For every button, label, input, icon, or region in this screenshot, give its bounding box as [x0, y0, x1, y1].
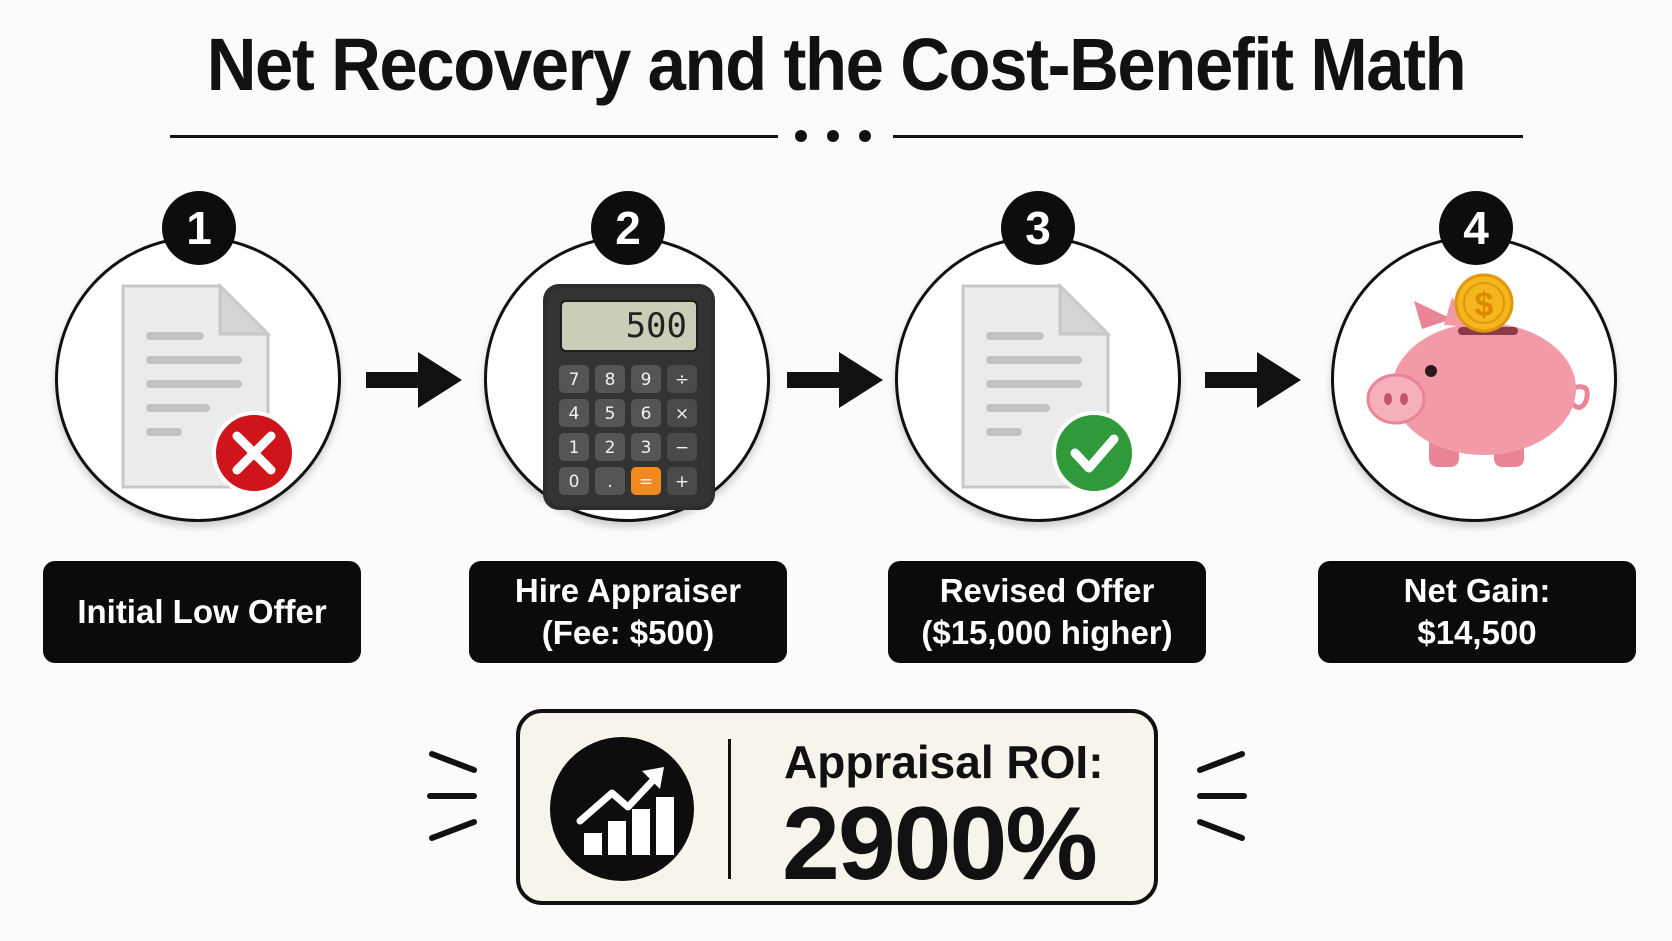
calculator-key: [667, 365, 697, 393]
step-2-label-line-1: Hire Appraiser: [514, 572, 742, 609]
arrow-right-icon: [1205, 352, 1301, 408]
calculator-key: [667, 467, 697, 495]
calculator-key-label: 7: [569, 370, 580, 390]
calculator-icon: 500 7 8 9 ÷ 4 5 6 × 1 2 3 − 0. = +: [543, 284, 715, 510]
growth-chart-icon: [550, 737, 694, 881]
step-4-label: Net Gain: $14,500: [1318, 561, 1636, 663]
calculator-key: [559, 399, 589, 427]
step-3-label-line-1: Revised Offer: [939, 572, 1155, 609]
step-2-label: Hire Appraiser (Fee: $500): [469, 561, 787, 663]
calculator-key-label: 1: [569, 438, 580, 458]
calculator-key: [631, 433, 661, 461]
calculator-key-label: 4: [569, 404, 580, 424]
coin-dollar-symbol: $: [1475, 286, 1494, 324]
calculator-key-label: ×: [675, 404, 689, 424]
roi-label: Appraisal ROI:: [784, 736, 1104, 788]
calculator-key-label: 9: [641, 370, 652, 390]
title-divider-right: [893, 135, 1523, 138]
step-4-number-badge: 4: [1439, 191, 1513, 265]
calculator-key-label: 6: [641, 404, 652, 424]
page-title: Net Recovery and the Cost-Benefit Math: [206, 23, 1467, 106]
calculator-display: 500: [626, 306, 687, 346]
calculator-key-label: −: [675, 438, 689, 458]
arrow-right-icon: [366, 352, 462, 408]
step-2-circle: 500 7 8 9 ÷ 4 5 6 × 1 2 3 − 0. = +: [484, 236, 770, 522]
step-1-label-line-1: Initial Low Offer: [77, 593, 327, 630]
calculator-key: [667, 399, 697, 427]
step-1-circle: [55, 236, 341, 522]
roi-divider: [728, 739, 731, 879]
calculator-key-label: .: [607, 472, 612, 492]
calculator-key: [595, 433, 625, 461]
calculator-key-label: +: [675, 472, 689, 492]
step-3-number-badge: 3: [1001, 191, 1075, 265]
calculator-key: [595, 365, 625, 393]
calculator-key-label: 3: [641, 438, 652, 458]
calculator-key-label: 0: [569, 472, 580, 492]
step-4-circle: $: [1331, 236, 1617, 522]
emphasis-lines-right: [1197, 751, 1247, 841]
calculator-key-label: =: [639, 472, 653, 492]
step-3-label: Revised Offer ($15,000 higher): [888, 561, 1206, 663]
roi-value: 2900%: [782, 786, 1098, 902]
calculator-key-label: ÷: [675, 370, 689, 390]
step-2-label-line-2: (Fee: $500): [541, 614, 715, 651]
rejected-document-icon: [121, 282, 296, 495]
arrow-right-icon: [787, 352, 883, 408]
calculator-key: [667, 433, 697, 461]
step-1-number-badge: 1: [162, 191, 236, 265]
calculator-key: [595, 467, 625, 495]
piggy-bank-icon: $: [1366, 273, 1590, 467]
roi-summary-box: Appraisal ROI: 2900%: [516, 709, 1158, 905]
step-4-label-line-2: $14,500: [1417, 614, 1537, 651]
step-1-label: Initial Low Offer: [43, 561, 361, 663]
step-3-label-line-2: ($15,000 higher): [921, 614, 1173, 651]
calculator-key-label: 8: [605, 370, 616, 390]
step-4-label-line-1: Net Gain:: [1403, 572, 1551, 609]
calculator-keypad: 7 8 9 ÷ 4 5 6 × 1 2 3 − 0. = +: [559, 365, 697, 495]
calculator-key: [631, 365, 661, 393]
calculator-key: [559, 433, 589, 461]
calculator-key-label: 5: [605, 404, 616, 424]
step-3-circle: [895, 236, 1181, 522]
calculator-key: [559, 467, 589, 495]
calculator-key: [631, 467, 661, 495]
title-divider-left: [170, 135, 778, 138]
calculator-key-label: 2: [605, 438, 616, 458]
calculator-key: [631, 399, 661, 427]
approved-document-icon: [961, 282, 1136, 495]
calculator-key: [595, 399, 625, 427]
calculator-key: [559, 365, 589, 393]
emphasis-lines-left: [427, 751, 477, 841]
step-2-number-badge: 2: [591, 191, 665, 265]
title-divider-dots: [795, 130, 875, 144]
